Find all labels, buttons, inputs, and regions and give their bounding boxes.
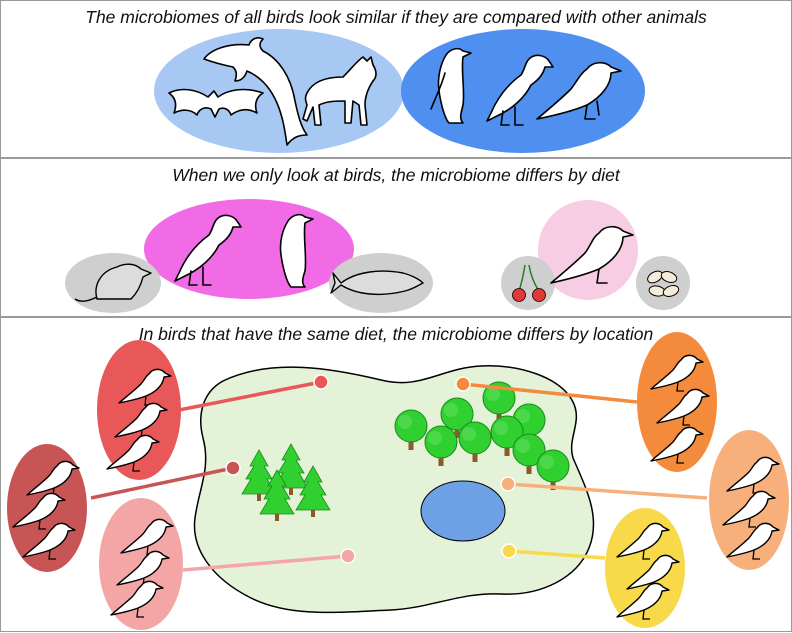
panel-location: In birds that have the same diet, the mi… [0, 317, 792, 632]
mouse-icon [74, 263, 152, 302]
panel-1-title: The microbiomes of all birds look simila… [85, 7, 707, 27]
site-group-peach [709, 430, 789, 570]
panel-2-title: When we only look at birds, the microbio… [172, 165, 620, 185]
penguin-icon [430, 47, 472, 124]
seeds-icon [647, 270, 680, 297]
site-group-orange [637, 332, 717, 472]
site-group-dark-red [7, 444, 87, 572]
carnivore-diet-ellipse [144, 199, 354, 299]
site-group-pink [99, 498, 183, 630]
cherry-icon [512, 264, 546, 302]
panel-2-illustration [65, 199, 690, 313]
panel-diet: When we only look at birds, the microbio… [0, 158, 792, 317]
fish-icon [330, 270, 424, 296]
panel-all-animals: The microbiomes of all birds look simila… [0, 0, 792, 158]
vulture-icon [174, 214, 242, 286]
penguin-icon [279, 213, 314, 288]
panel-3-illustration [7, 332, 789, 630]
hyena-icon [302, 56, 377, 126]
lake [420, 480, 506, 542]
finch-icon [550, 225, 634, 284]
site-group-red [97, 340, 181, 480]
dolphin-icon [203, 37, 308, 146]
finch-icon [536, 61, 622, 120]
site-group-yellow [605, 508, 685, 628]
vulture-icon [486, 54, 554, 126]
food-circle-cherry [501, 256, 555, 310]
panel-3-title: In birds that have the same diet, the mi… [138, 324, 654, 344]
food-circle-seeds [636, 256, 690, 310]
site-connectors [90, 380, 708, 572]
site-markers [225, 374, 517, 564]
bat-icon [168, 88, 264, 118]
panel-1-illustration [154, 29, 645, 153]
